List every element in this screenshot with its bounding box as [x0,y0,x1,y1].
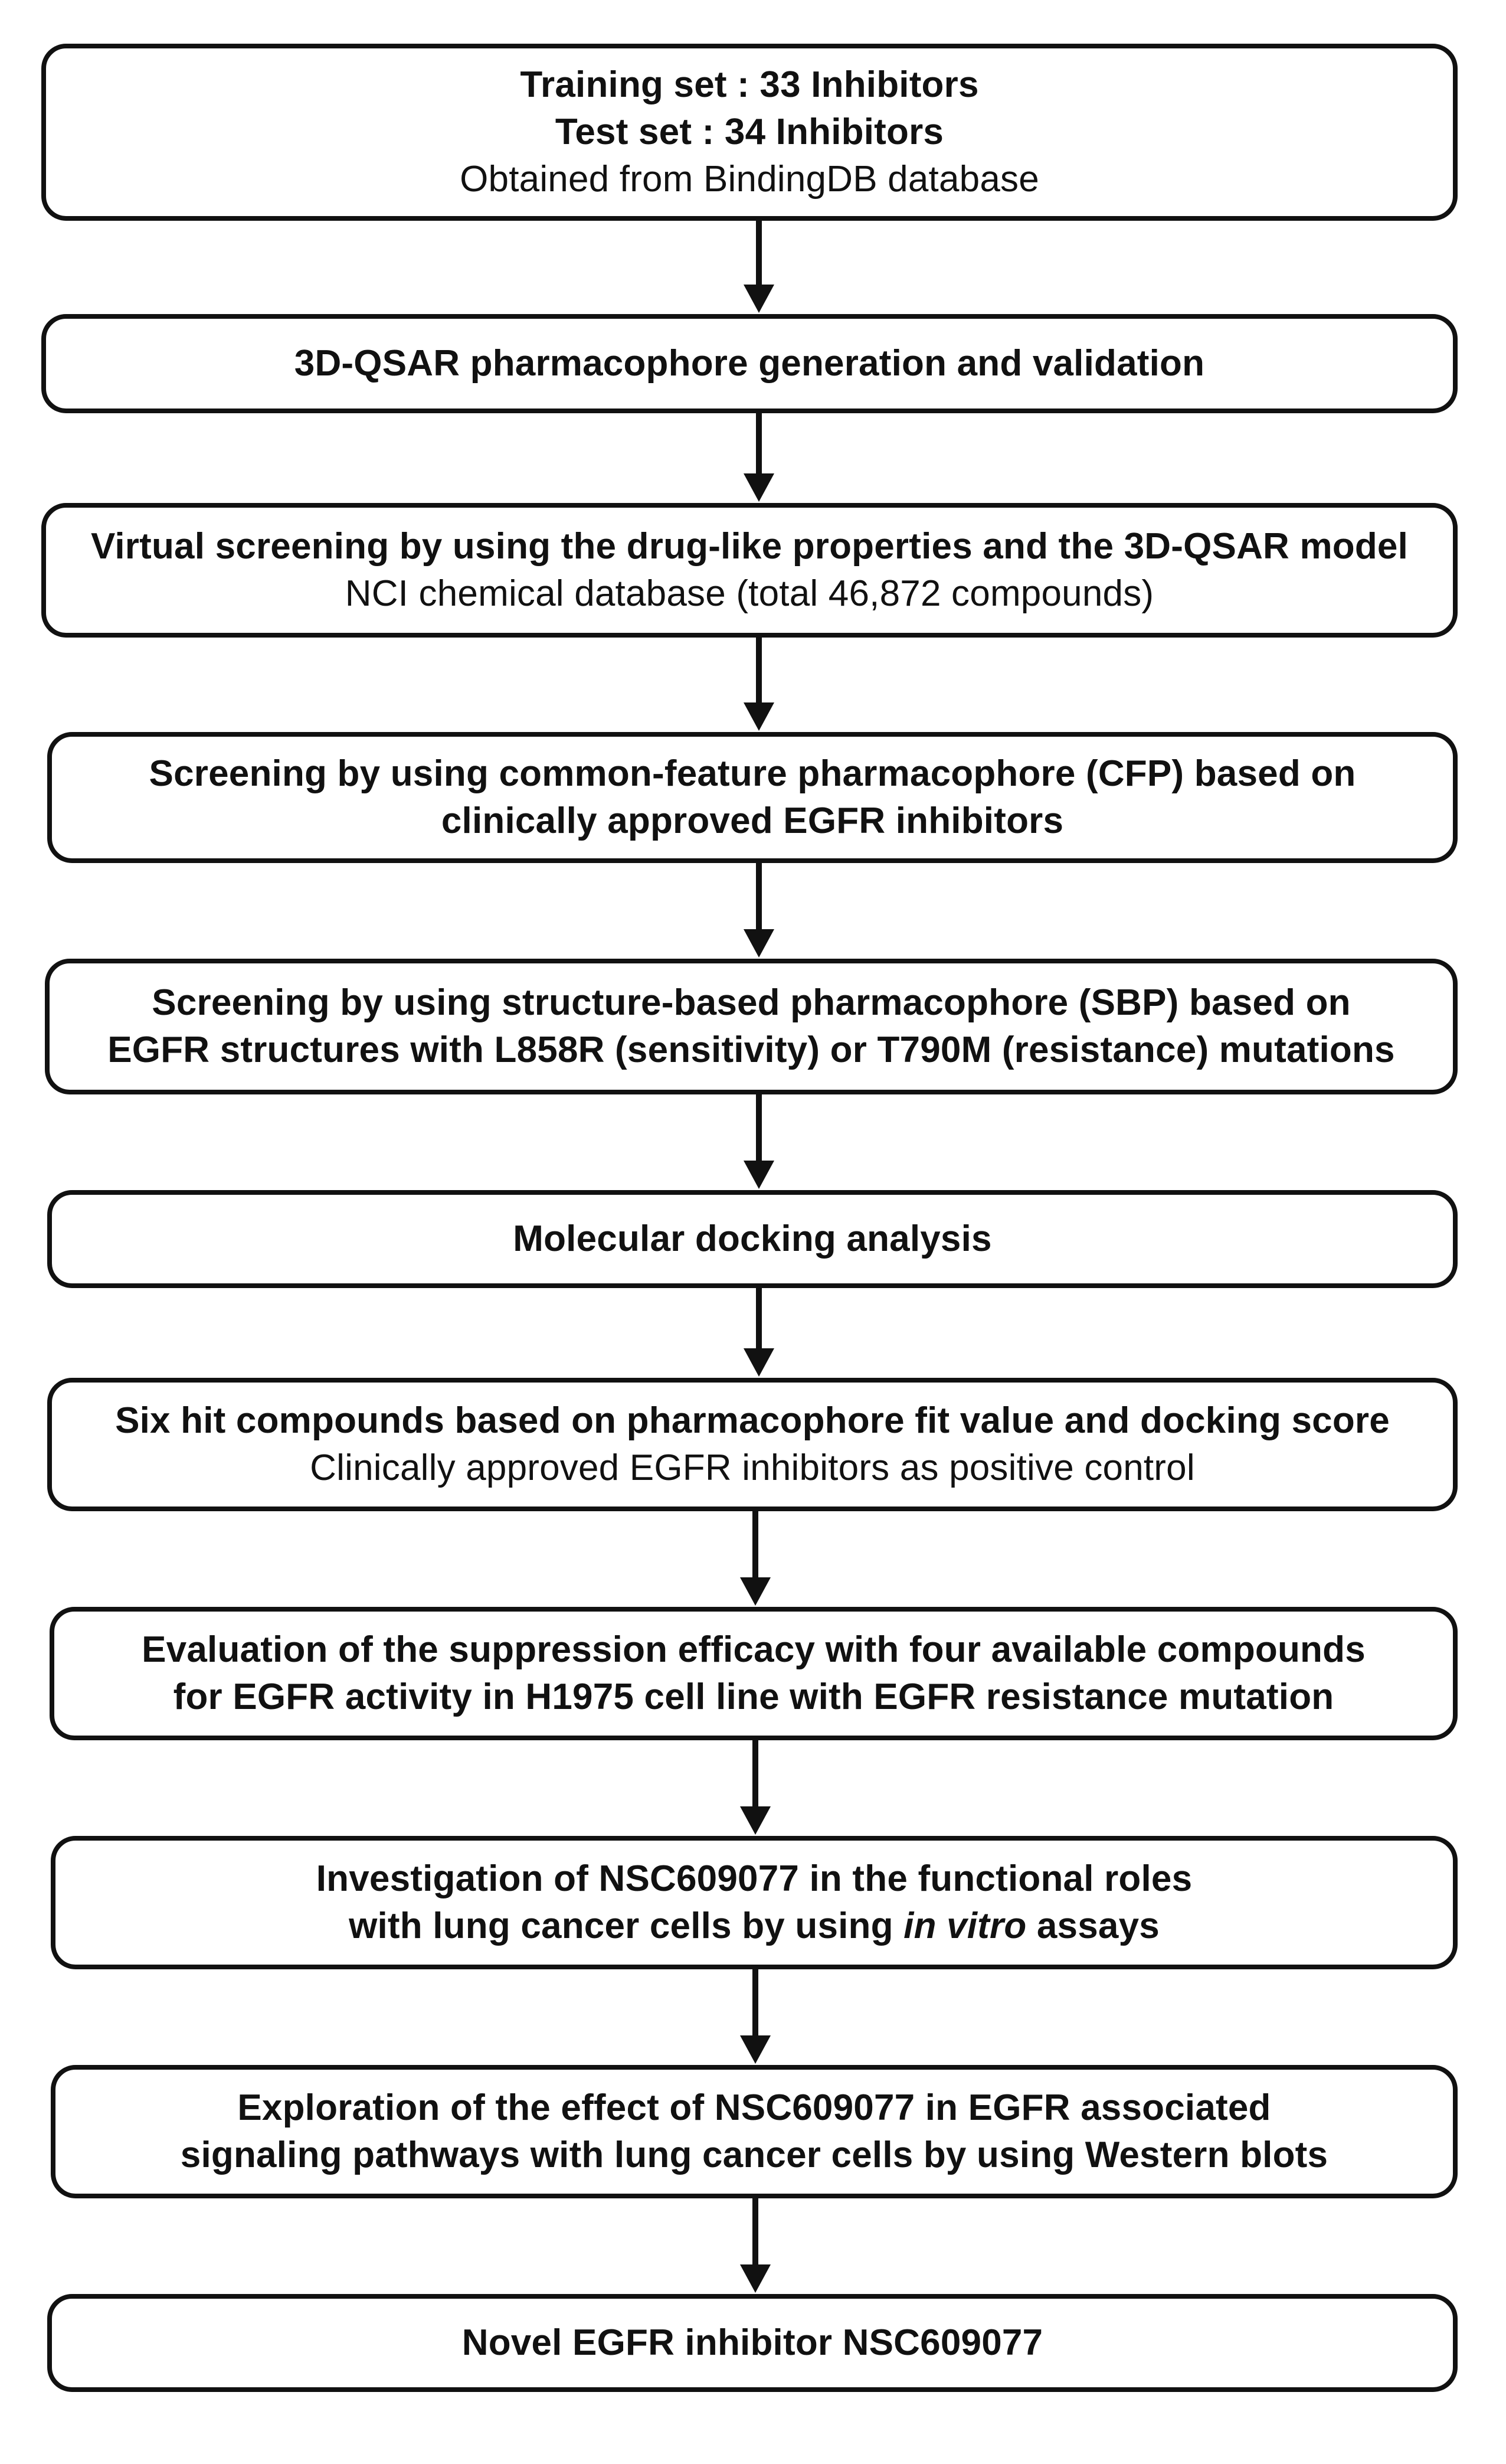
arrow-down-icon [744,1094,774,1189]
step-pharmacophore-generation: 3D-QSAR pharmacophore generation and val… [41,314,1458,413]
cfp-screening-line-1: Screening by using common-feature pharma… [149,753,1356,794]
step-sbp-screening: Screening by using structure-based pharm… [45,959,1458,1094]
arrow-down-icon [744,1288,774,1377]
sbp-screening-line-1: Screening by using structure-based pharm… [152,982,1351,1023]
step-functional-investigation: Investigation of NSC609077 in the functi… [51,1836,1458,1969]
arrow-down-icon [744,638,774,731]
cfp-screening-line-2: clinically approved EGFR inhibitors [441,800,1064,841]
test-set-label: Test set : 34 Inhibitors [555,112,944,152]
functional-investigation-line-2: with lung cancer cells by using in vitro… [349,1906,1160,1946]
sbp-screening-line-2: EGFR structures with L858R (sensitivity)… [107,1030,1395,1070]
arrow-down-icon [744,221,774,313]
step-molecular-docking: Molecular docking analysis [47,1190,1458,1288]
step-input-datasets: Training set : 33 Inhibitors Test set : … [41,44,1458,221]
novel-inhibitor-label: Novel EGFR inhibitor NSC609077 [461,2322,1043,2363]
molecular-docking-label: Molecular docking analysis [513,1218,992,1259]
step-novel-inhibitor: Novel EGFR inhibitor NSC609077 [47,2294,1458,2392]
training-set-label: Training set : 33 Inhibitors [520,64,979,105]
arrow-down-icon [744,863,774,958]
arrow-down-icon [740,2198,771,2293]
positive-control-label: Clinically approved EGFR inhibitors as p… [310,1447,1195,1488]
step-pathway-exploration: Exploration of the effect of NSC609077 i… [51,2065,1458,2198]
data-source-label: Obtained from BindingDB database [460,159,1039,200]
step-cfp-screening: Screening by using common-feature pharma… [47,732,1458,863]
suppression-evaluation-line-2: for EGFR activity in H1975 cell line wit… [173,1677,1334,1717]
step-suppression-evaluation: Evaluation of the suppression efficacy w… [50,1607,1458,1740]
step-virtual-screening: Virtual screening by using the drug-like… [41,503,1458,638]
hit-compounds-label: Six hit compounds based on pharmacophore… [115,1400,1390,1441]
step-hit-compounds: Six hit compounds based on pharmacophore… [47,1378,1458,1511]
virtual-screening-label: Virtual screening by using the drug-like… [90,526,1409,567]
in-vitro-emphasis: in vitro [903,1906,1027,1946]
nci-database-label: NCI chemical database (total 46,872 comp… [345,573,1154,614]
pathway-exploration-line-2: signaling pathways with lung cancer cell… [180,2135,1328,2175]
functional-investigation-line-1: Investigation of NSC609077 in the functi… [316,1858,1193,1899]
suppression-evaluation-line-1: Evaluation of the suppression efficacy w… [142,1629,1366,1670]
pharmacophore-generation-label: 3D-QSAR pharmacophore generation and val… [294,343,1205,384]
arrow-down-icon [740,1969,771,2064]
pathway-exploration-line-1: Exploration of the effect of NSC609077 i… [237,2087,1271,2128]
arrow-down-icon [740,1511,771,1606]
arrow-down-icon [744,413,774,502]
arrow-down-icon [740,1740,771,1835]
